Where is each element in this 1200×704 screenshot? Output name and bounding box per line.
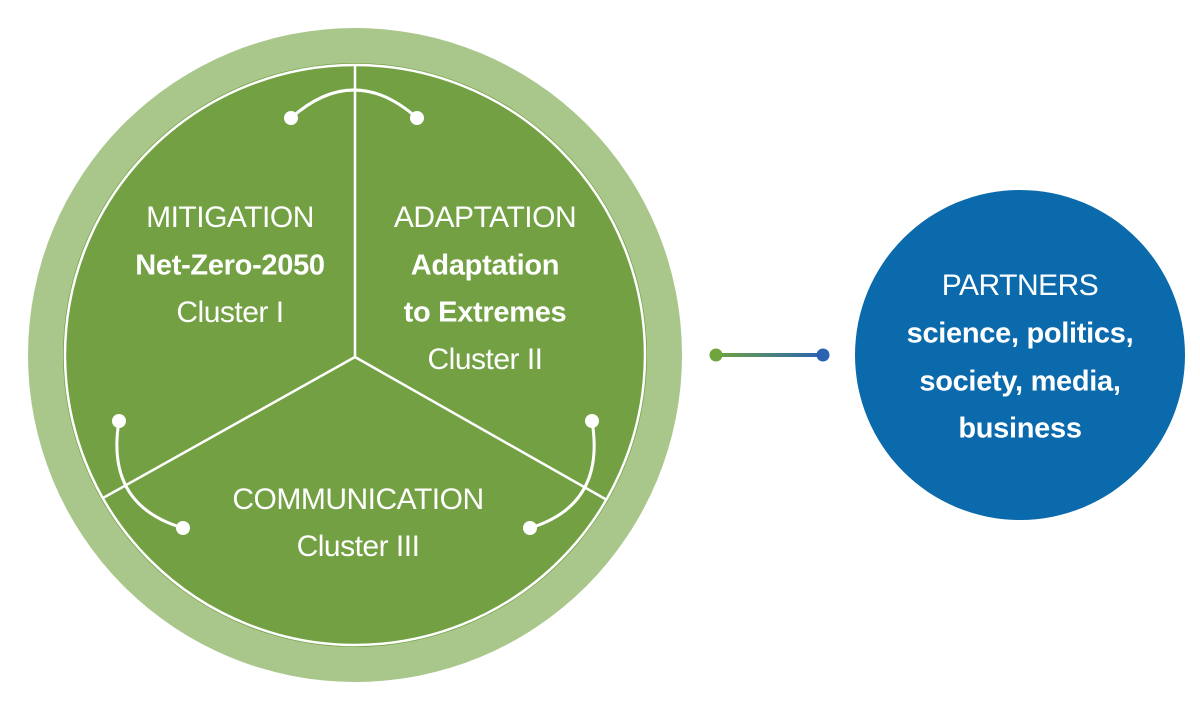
partners-background xyxy=(855,190,1185,520)
sector-title: Adaptation xyxy=(411,250,559,282)
sector-cluster-label: Cluster III xyxy=(297,530,420,563)
link-dot xyxy=(585,414,599,428)
link-dot xyxy=(410,111,424,125)
connector-line xyxy=(716,353,823,357)
sector-adaptation: ADAPTATION Adaptation to Extremes Cluste… xyxy=(394,201,577,376)
link-adaptation-communication xyxy=(523,414,599,535)
partners-circle: PARTNERS science, politics, society, med… xyxy=(855,190,1185,520)
connector-dot-start xyxy=(709,348,723,362)
partners-line: science, politics, xyxy=(907,318,1134,350)
sector-heading: ADAPTATION xyxy=(394,201,576,234)
partners-heading: PARTNERS xyxy=(942,269,1099,302)
link-mitigation-adaptation xyxy=(284,88,424,125)
partners-line: business xyxy=(958,413,1081,445)
link-arc xyxy=(529,420,596,530)
sector-cluster-label: Cluster I xyxy=(176,296,283,329)
sector-communication: COMMUNICATION Cluster III xyxy=(232,483,484,563)
divider-left xyxy=(102,355,356,500)
divider-right xyxy=(354,355,608,502)
sector-title: Net-Zero-2050 xyxy=(135,250,325,282)
sector-heading: COMMUNICATION xyxy=(232,483,483,516)
link-dot xyxy=(176,521,190,535)
sector-title: to Extremes xyxy=(404,297,567,329)
link-dot xyxy=(112,414,126,428)
link-mitigation-communication xyxy=(112,414,190,535)
sector-cluster-label: Cluster II xyxy=(427,343,542,376)
partners-line: society, media, xyxy=(919,366,1120,398)
clusters-circle: MITIGATION Net-Zero-2050 Cluster I ADAPT… xyxy=(28,28,682,682)
connector-dot-end xyxy=(816,348,830,362)
sector-mitigation: MITIGATION Net-Zero-2050 Cluster I xyxy=(135,201,325,329)
connector xyxy=(709,348,830,362)
link-arc xyxy=(115,420,184,530)
link-arc xyxy=(290,88,418,120)
link-dot xyxy=(523,521,537,535)
link-dot xyxy=(284,111,298,125)
sector-heading: MITIGATION xyxy=(146,201,314,234)
